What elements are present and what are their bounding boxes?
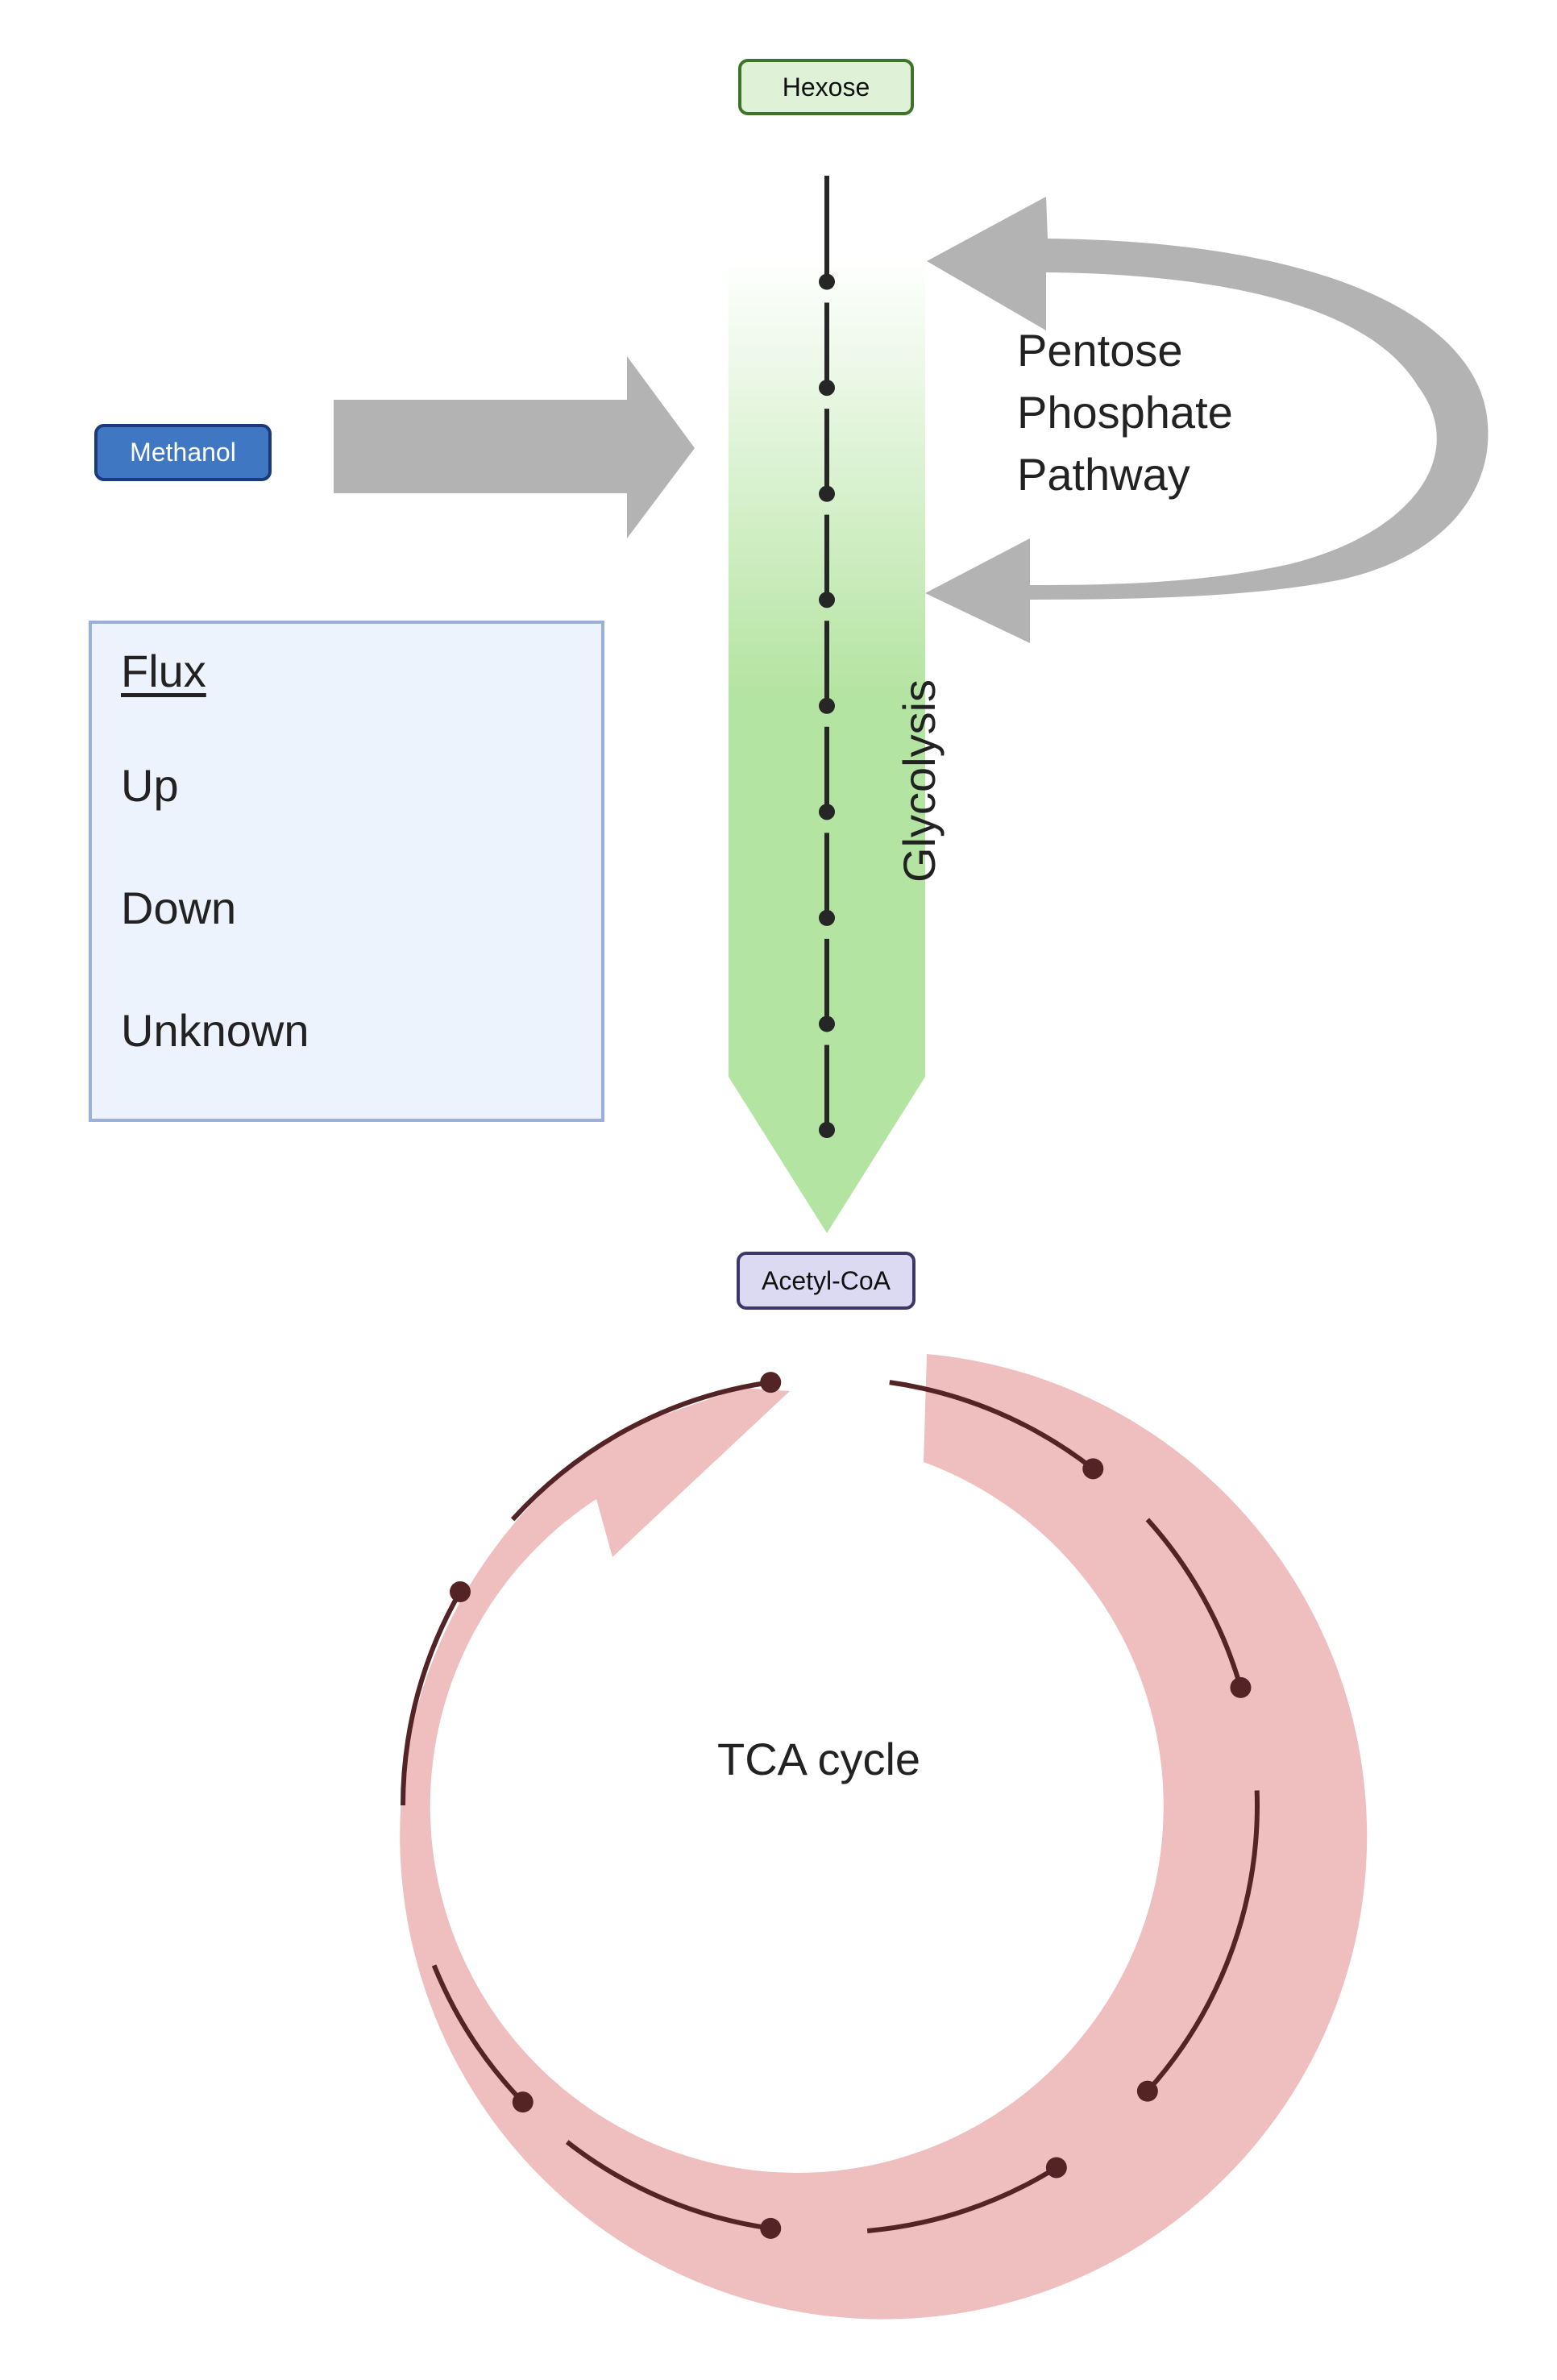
ppp-label-line: Pentose xyxy=(1017,325,1183,376)
tca-step-arc xyxy=(1145,1790,1260,2093)
tca-ring-body xyxy=(400,1354,1368,2320)
methanol-label: Methanol xyxy=(130,438,236,467)
legend-label-down: Down xyxy=(121,883,237,933)
tca-cycle-label: TCA cycle xyxy=(717,1734,921,1784)
glycolysis-step-dot xyxy=(819,485,835,502)
tca-step-dot xyxy=(450,1581,471,1602)
tca-step-dot xyxy=(1230,1676,1252,1698)
legend-title: Flux xyxy=(121,646,206,696)
tca-step-arc xyxy=(1145,1518,1244,1688)
glycolysis-step-dot xyxy=(819,804,835,820)
glycolysis-step-dot xyxy=(819,1016,835,1032)
glycolysis-step-dot xyxy=(819,592,835,608)
tca-cycle-flux-ring xyxy=(400,1354,1368,2320)
glycolysis-label: Glycolysis xyxy=(894,679,945,883)
tca-step-arc xyxy=(889,1380,1095,1471)
tca-step-arc xyxy=(510,1380,771,1522)
hexose-node: Hexose xyxy=(738,59,914,115)
legend-label-unknown: Unknown xyxy=(121,1005,309,1056)
glycolysis-step-dot xyxy=(819,697,835,714)
pentose-phosphate-flux-arrow xyxy=(925,197,1488,643)
tca-step-arc xyxy=(866,2165,1058,2233)
methanol-node: Methanol xyxy=(94,424,272,481)
methanol-flux-arrow xyxy=(334,356,695,538)
ppp-label-line: Pathway xyxy=(1017,449,1190,500)
glycolysis-steps xyxy=(819,176,835,1138)
acetyl-coa-label: Acetyl-CoA xyxy=(761,1265,891,1295)
tca-step-dot xyxy=(1136,2080,1158,2102)
tca-step-arc xyxy=(401,1590,463,1806)
legend-label-up: Up xyxy=(121,760,179,811)
tca-step-dot xyxy=(760,2217,782,2239)
glycolysis-step-dot xyxy=(819,273,835,290)
glycolysis-step-dot xyxy=(819,909,835,926)
pentose-phosphate-label: Pentose Phosphate Pathway xyxy=(1017,319,1233,505)
flux-legend: Flux Up Down Unknown xyxy=(89,621,604,1122)
tca-step-arc xyxy=(565,2140,771,2231)
glycolysis-step-dot xyxy=(819,380,835,397)
acetyl-coa-node: Acetyl-CoA xyxy=(737,1252,916,1310)
tca-step-dot xyxy=(1082,1458,1104,1480)
tca-step-dot xyxy=(512,2091,534,2113)
tca-cycle-steps xyxy=(401,1372,1260,2239)
ppp-label-line: Phosphate xyxy=(1017,387,1233,438)
tca-step-dot xyxy=(1045,2157,1067,2179)
tca-step-dot xyxy=(760,1372,782,1394)
tca-step-arc xyxy=(431,1964,525,2104)
hexose-label: Hexose xyxy=(782,72,870,102)
glycolysis-step-dot xyxy=(819,1122,835,1138)
